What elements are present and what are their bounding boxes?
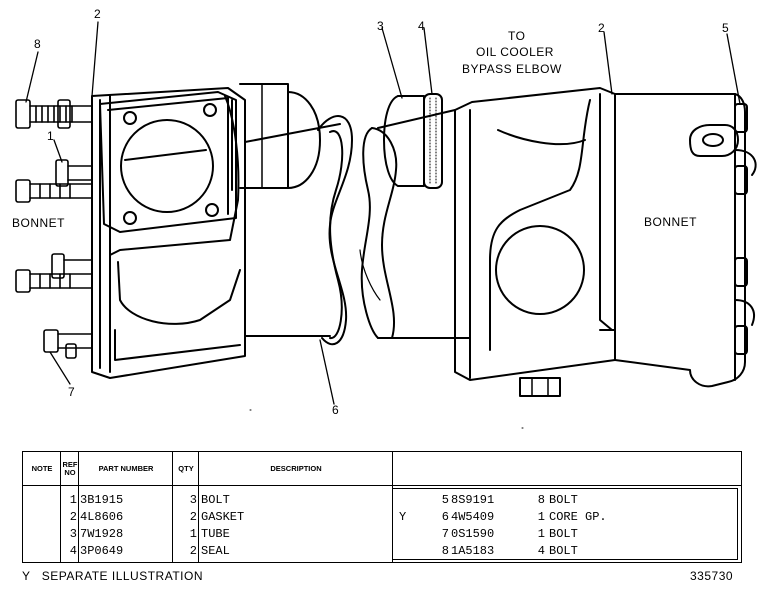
ref-no: 2 <box>69 510 77 524</box>
ref-no: 3 <box>69 527 77 541</box>
callout-3: 3 <box>377 19 384 33</box>
note: Y <box>399 510 407 524</box>
description: BOLT <box>201 493 230 507</box>
qty: 3 <box>189 493 197 507</box>
to-label: TO <box>508 29 526 43</box>
callout-1: 1 <box>47 129 54 143</box>
bonnet-label-right: BONNET <box>644 215 698 229</box>
ref-no: 4 <box>69 544 77 558</box>
ref-no: 7 <box>441 527 449 541</box>
parts-illustration <box>15 21 757 429</box>
ref-no: 5 <box>441 493 449 507</box>
description: CORE GP. <box>549 510 607 524</box>
figure-number: 335730 <box>690 569 734 583</box>
qty: 2 <box>189 510 197 524</box>
description: BOLT <box>549 527 578 541</box>
description: GASKET <box>201 510 245 524</box>
part-number: 4W5409 <box>451 510 495 524</box>
legend-note: Y SEPARATE ILLUSTRATION <box>22 569 203 583</box>
header-description: DESCRIPTION <box>199 452 393 486</box>
ref-no: 1 <box>69 493 77 507</box>
header-note: NOTE <box>23 452 61 486</box>
header-part-number: PART NUMBER <box>79 452 173 486</box>
ref-no: 8 <box>441 544 449 558</box>
callout-2-left: 2 <box>94 7 101 21</box>
leader-lines <box>25 21 741 405</box>
part-number: 8S9191 <box>451 493 495 507</box>
right-data-box <box>392 488 738 560</box>
oil-cooler-label: OIL COOLER <box>476 45 554 59</box>
ref-no: 6 <box>441 510 449 524</box>
left-flange <box>99 91 237 233</box>
header-right-blank <box>393 452 741 486</box>
callout-6: 6 <box>332 403 339 417</box>
col-rule <box>172 452 173 562</box>
left-bonnet-housing <box>91 87 246 379</box>
description: BOLT <box>549 544 578 558</box>
callout-8: 8 <box>34 37 41 51</box>
bonnet-label-left: BONNET <box>12 216 66 230</box>
description: TUBE <box>201 527 230 541</box>
header-qty: QTY <box>173 452 199 486</box>
core-tube <box>244 109 471 346</box>
part-number: 0S1590 <box>451 527 495 541</box>
part-number: 3P0649 <box>80 544 124 558</box>
right-bolts <box>734 103 748 355</box>
part-number: 7W1928 <box>80 527 124 541</box>
col-rule <box>78 452 79 562</box>
callout-2-right: 2 <box>598 21 605 35</box>
callout-7: 7 <box>68 385 75 399</box>
description: SEAL <box>201 544 230 558</box>
qty: 1 <box>189 527 197 541</box>
callout-4: 4 <box>418 19 425 33</box>
qty: 2 <box>189 544 197 558</box>
part-number: 1A5183 <box>451 544 495 558</box>
parts-table: NOTE REF NO PART NUMBER QTY DESCRIPTION … <box>22 451 742 563</box>
part-number: 3B1915 <box>80 493 124 507</box>
qty: 8 <box>537 493 545 507</box>
bypass-elbow-label: BYPASS ELBOW <box>462 62 562 76</box>
description: BOLT <box>549 493 578 507</box>
col-rule <box>60 452 61 562</box>
left-bolts <box>15 99 93 359</box>
right-bonnet-housing <box>454 87 616 397</box>
part-number: 4L8606 <box>80 510 124 524</box>
left-tube-stub <box>239 83 321 189</box>
qty: 1 <box>537 527 545 541</box>
qty: 4 <box>537 544 545 558</box>
callout-5: 5 <box>722 21 729 35</box>
qty: 1 <box>537 510 545 524</box>
tube-3-and-seal-4 <box>383 93 443 189</box>
header-ref-no: REF NO <box>61 452 79 486</box>
col-rule <box>198 452 199 562</box>
